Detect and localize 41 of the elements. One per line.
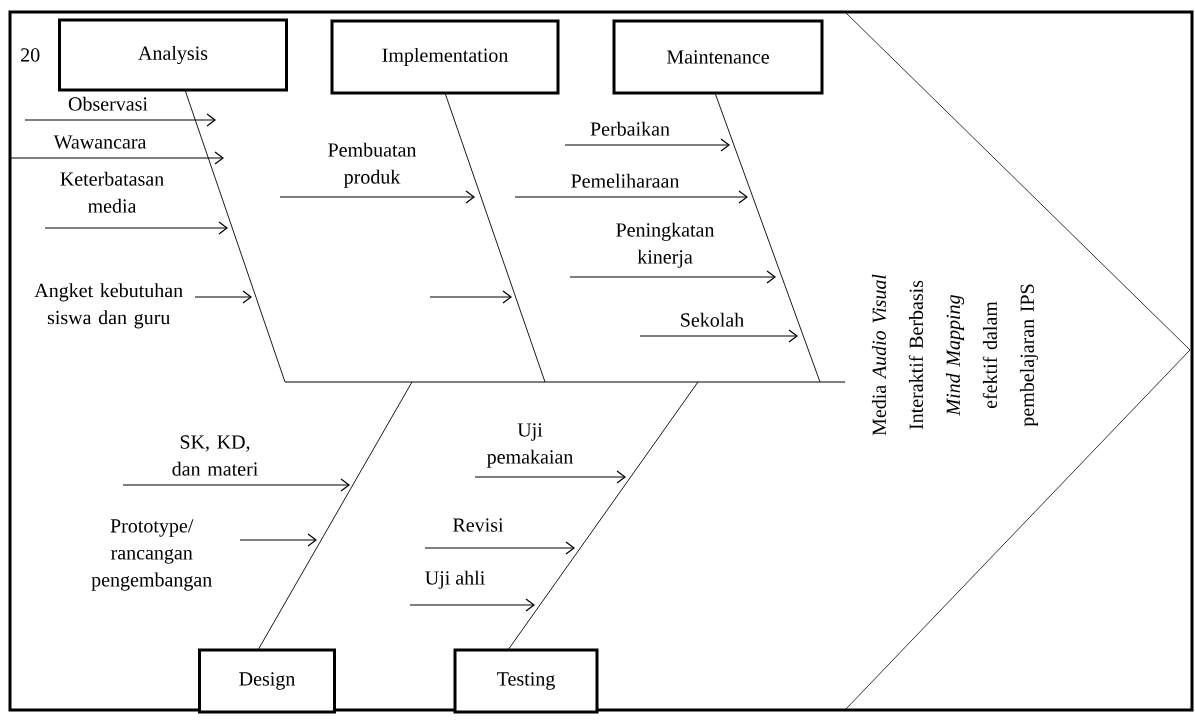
bone-line <box>184 89 286 383</box>
cause-label: Observasi <box>68 96 148 111</box>
bone-line <box>257 381 413 651</box>
arrow <box>514 190 748 204</box>
cause-label: Keterbatasan media <box>60 171 164 213</box>
cause-label: Wawancara <box>53 135 147 149</box>
fish-head: Media Audio Visual Interaktif Berbasis Mind Mapping efektif dalam pembelajaran IPS <box>844 11 1191 711</box>
arrow <box>44 221 228 235</box>
bone-line <box>507 381 699 651</box>
arrow <box>194 290 252 304</box>
cause-label: Pemeliharaan <box>571 173 680 188</box>
arrow <box>24 113 216 127</box>
cause-label: SK, KD, dan materi <box>172 435 258 476</box>
cause-label: Prototype/ rancangan pengembangan <box>91 519 212 591</box>
cause-label: Uji ahli <box>425 570 485 589</box>
arrow <box>409 598 535 612</box>
arrow <box>564 138 730 152</box>
arrow <box>639 329 798 343</box>
cause-label: Pembuatan produk <box>328 142 417 188</box>
arrow <box>424 541 575 555</box>
arrow <box>474 470 626 484</box>
arrow <box>9 151 224 165</box>
arrow <box>279 190 475 204</box>
category-box: Maintenance <box>612 19 824 95</box>
bone-line <box>444 92 546 383</box>
bone-line <box>714 92 821 383</box>
arrow <box>122 478 350 492</box>
cause-label: Angket kebutuhan siswa dan guru <box>34 283 183 329</box>
category-box: Analysis <box>58 18 288 92</box>
cause-label: Sekolah <box>681 312 744 327</box>
arrow <box>569 270 776 284</box>
arrow <box>239 533 317 547</box>
page-number: 20 <box>21 48 40 62</box>
cause-label: Uji pemakaian <box>487 423 574 468</box>
spine-line <box>285 381 845 383</box>
category-box: Design <box>198 648 336 714</box>
cause-label: Peningkatan kinerja <box>616 222 715 268</box>
cause-label: Revisi <box>453 518 504 532</box>
cause-label: Perbaikan <box>590 121 670 136</box>
category-box: Implementation <box>330 19 560 95</box>
category-box: Testing <box>453 648 599 714</box>
